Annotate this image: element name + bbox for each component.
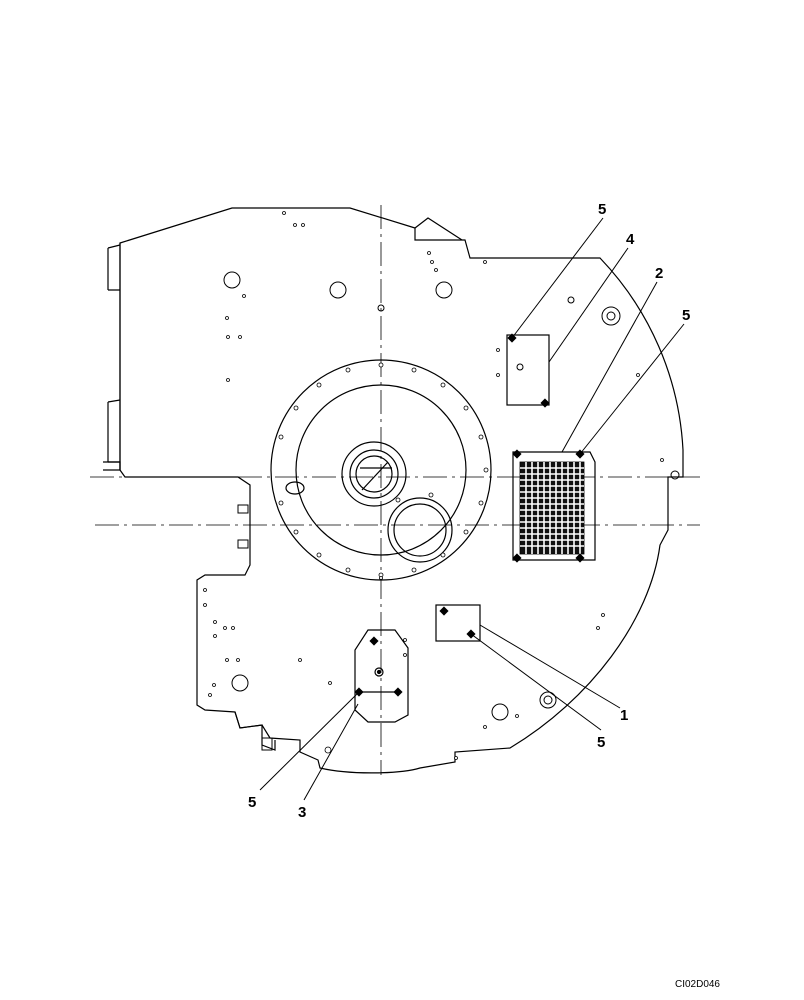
- reference-code: CI02D046: [674, 979, 720, 990]
- callout-5-bottom-left: 5: [248, 794, 256, 811]
- center-lines: [90, 205, 700, 775]
- left-brackets: [237, 504, 273, 751]
- bolt-holes: [278, 362, 489, 580]
- housing-outline: [103, 207, 684, 774]
- callout-labels: 5 4 2 5 1 5 5 3: [248, 201, 690, 821]
- grille-part-2: [512, 451, 596, 561]
- plate-part-1: [435, 604, 481, 642]
- callout-1: 1: [620, 707, 628, 724]
- plate-part-3: [354, 629, 409, 723]
- leader-lines: [259, 217, 685, 801]
- callout-4: 4: [626, 231, 635, 248]
- callout-5-right: 5: [682, 307, 690, 324]
- callout-2: 2: [655, 265, 663, 282]
- small-dots: [203, 211, 664, 760]
- plate-part-4: [506, 334, 550, 406]
- flywheel-housing: [270, 359, 492, 581]
- housing-holes: [223, 271, 680, 721]
- callout-5-top: 5: [598, 201, 606, 218]
- callout-5-lower-right: 5: [597, 734, 605, 751]
- callout-3: 3: [298, 804, 306, 821]
